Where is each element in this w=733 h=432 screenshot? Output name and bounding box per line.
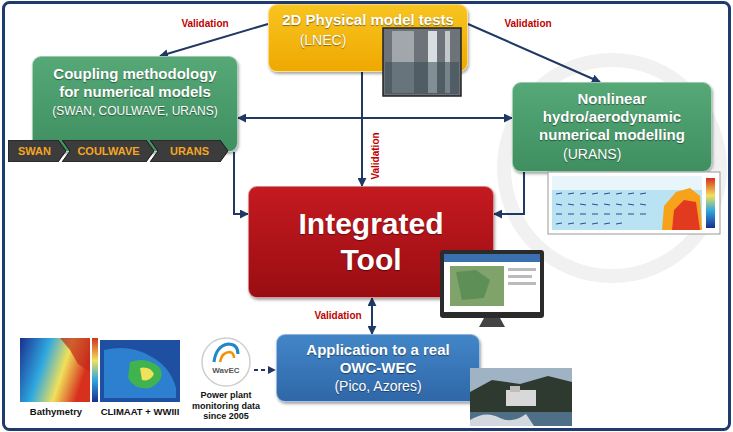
edge-label: Validation	[370, 130, 382, 181]
shallow-zone	[60, 338, 90, 372]
colour-bar	[92, 338, 98, 402]
computer-monitor	[440, 250, 544, 327]
chevron-outline	[8, 140, 66, 162]
application-box: Application to a real OWC-WEC(Pico, Azor…	[276, 334, 480, 402]
wave-spray	[470, 414, 534, 426]
connector-arrow	[494, 172, 524, 214]
screen-line	[508, 268, 536, 271]
image-caption: CLIMAAT + WWIII	[98, 406, 182, 417]
monitor-frame	[440, 250, 544, 318]
photo-sky	[470, 368, 572, 426]
image-caption: Bathymetry	[16, 406, 96, 417]
box-heading: Coupling methodology for numerical model…	[45, 65, 225, 101]
edge-label: Validation	[179, 18, 230, 30]
outer-frame	[4, 3, 730, 430]
photo-frame	[383, 28, 461, 96]
connector-arrow	[238, 117, 512, 119]
plant-building	[506, 390, 536, 406]
wavec-logo	[202, 338, 250, 386]
wave-zone	[140, 368, 154, 381]
box-subtitle: (LNEC)	[277, 32, 459, 49]
connector-arrow	[361, 72, 363, 186]
bathymetry-map	[20, 338, 98, 402]
plot-frame	[548, 172, 720, 234]
photo-sea	[470, 412, 572, 426]
model-name: SWAN	[14, 140, 55, 162]
edge-label: Validation	[312, 310, 363, 322]
edge-label: Validation	[502, 18, 553, 30]
screen-header	[444, 254, 540, 262]
wave-zone	[104, 348, 176, 398]
connector-arrow	[371, 298, 373, 334]
box-subtitle: (Pico, Azores)	[287, 378, 469, 395]
screen-map	[450, 266, 504, 306]
box-heading: Application to a real OWC-WEC	[287, 341, 469, 377]
screen-line	[508, 275, 532, 278]
chevron-outline	[150, 140, 228, 162]
water-body	[385, 62, 459, 94]
jet-region	[662, 188, 702, 230]
model-name: COULWAVE	[74, 140, 143, 162]
connector-arrow	[234, 152, 248, 214]
model-box: Nonlinear hydro/aerodynamic numerical mo…	[512, 82, 712, 172]
model-chevron: SWAN	[8, 140, 66, 162]
connector-arrow	[468, 24, 600, 82]
plant-photo	[470, 368, 572, 426]
logo-disc	[202, 338, 250, 386]
tool-title: Integrated Tool	[279, 206, 463, 278]
bathymetry-field	[20, 338, 90, 402]
air-region	[552, 176, 702, 190]
logo-swirl	[220, 352, 234, 362]
chevron-outline	[62, 140, 154, 162]
box-subtitle: (SWAN, COULWAVE, URANS)	[45, 104, 225, 118]
plot-field	[552, 176, 702, 230]
logo-swirl	[214, 344, 238, 362]
wave-zone	[128, 360, 162, 388]
model-chevron: URANS	[150, 140, 228, 162]
ocean-field	[100, 340, 180, 402]
flow-field-plot	[548, 172, 720, 234]
watermark-ring	[504, 60, 720, 276]
image-caption: Power plant monitoring data since 2005	[186, 390, 266, 422]
plant-roof	[510, 386, 520, 392]
velocity-vectors	[556, 193, 646, 224]
box-subtitle: (URANS)	[523, 146, 701, 163]
monitor-screen	[444, 254, 540, 312]
wave-hindcast-map	[100, 340, 180, 402]
box-heading: Nonlinear hydro/aerodynamic numerical mo…	[523, 90, 701, 144]
colour-bar	[706, 178, 715, 228]
jet-core	[672, 200, 700, 230]
map-island	[456, 270, 490, 300]
box-heading: 2D Physical model tests	[277, 11, 459, 29]
model-name: URANS	[162, 140, 217, 162]
method-box: Coupling methodology for numerical model…	[32, 56, 238, 152]
screen-line	[508, 282, 536, 285]
monitor-stand	[479, 318, 505, 327]
logo-text: WavEC	[206, 366, 246, 376]
model-chevron: COULWAVE	[62, 140, 154, 162]
photo-hill	[470, 376, 572, 426]
dashed-data-arrow	[254, 369, 275, 371]
flume-photo	[383, 28, 461, 96]
